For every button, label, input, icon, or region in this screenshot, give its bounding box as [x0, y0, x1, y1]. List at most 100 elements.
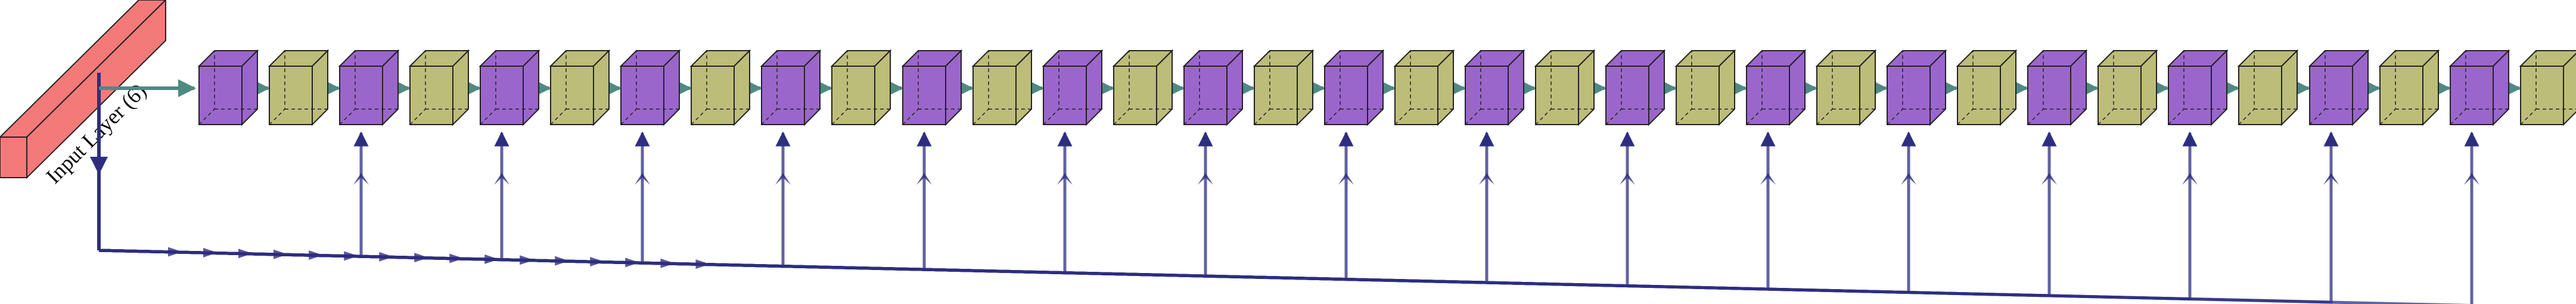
- skip-up-arrowhead-4: [775, 173, 791, 185]
- skip-up-arrowhead-15: [2323, 173, 2339, 185]
- pool-block-3-hidden-edges: [691, 51, 750, 125]
- skip-up-arrowhead-3: [635, 173, 650, 185]
- skip-connection-8: [98, 131, 1354, 281]
- pool-block-11-hidden-edges: [1816, 51, 1875, 125]
- pool-block-4-front: [831, 66, 875, 125]
- pool-block-8-front: [1394, 66, 1438, 125]
- conv-block-5-front: [902, 66, 946, 125]
- pool-block-11-front: [1816, 66, 1860, 125]
- pool-block-5-front: [972, 66, 1017, 125]
- pool-block-9-front: [1535, 66, 1579, 125]
- conv-block-3-hidden-edges: [620, 51, 679, 125]
- pool-block-2-front: [550, 66, 594, 125]
- pool-block-11: [1815, 49, 1877, 126]
- pool-block-7-front: [1254, 66, 1298, 125]
- conv-block-4: [760, 49, 822, 126]
- skip-connection-11: [98, 131, 1776, 291]
- conv-block-15-hidden-edges: [2309, 51, 2368, 125]
- conv-block-6: [1042, 49, 1104, 126]
- pool-block-3-front: [691, 66, 735, 125]
- pool-block-9: [1534, 49, 1596, 126]
- pool-block-1: [408, 49, 470, 126]
- pool-block-5-hidden-edges: [972, 51, 1031, 125]
- skip-up-arrowhead-11: [1760, 173, 1776, 185]
- pool-block-16: [2519, 50, 2576, 126]
- conv-block-1-front: [339, 66, 383, 125]
- pool-block-9-hidden-edges: [1535, 51, 1594, 125]
- pool-block-10-front: [1676, 66, 1720, 125]
- pool-block-12-hidden-edges: [1957, 51, 2016, 125]
- conv-block-0-front: [198, 66, 243, 125]
- pool-block-15: [2378, 49, 2440, 126]
- pool-block-12: [1956, 49, 2018, 126]
- conv-block-8: [1323, 49, 1385, 126]
- skip-connection-5: [98, 131, 932, 271]
- conv-block-13: [2026, 49, 2088, 126]
- pool-block-0-hidden-edges: [269, 51, 328, 125]
- skip-up-arrowhead-9: [1479, 173, 1494, 185]
- conv-block-10-front: [1605, 66, 1649, 125]
- conv-block-10-hidden-edges: [1605, 51, 1664, 125]
- conv-block-11-hidden-edges: [1746, 51, 1805, 125]
- conv-block-16-front: [2450, 66, 2494, 125]
- input-layer-top: [0, 0, 167, 138]
- pool-block-8: [1393, 49, 1455, 126]
- skip-up-arrowhead-14: [2182, 173, 2198, 185]
- pool-block-13-hidden-edges: [2098, 51, 2156, 125]
- pool-block-14: [2237, 49, 2299, 126]
- layer-blocks: [197, 49, 2576, 126]
- pool-block-4-hidden-edges: [831, 51, 890, 125]
- pool-block-10: [1674, 49, 1736, 126]
- conv-block-9: [1463, 49, 1525, 126]
- skip-connection-10: [98, 131, 1635, 288]
- conv-block-7-hidden-edges: [1183, 51, 1242, 125]
- pool-block-15-front: [2379, 66, 2423, 125]
- conv-block-11: [1745, 49, 1807, 126]
- skip-up-arrowhead-13: [2041, 173, 2057, 185]
- conv-block-3: [619, 49, 681, 126]
- pool-block-15-hidden-edges: [2379, 51, 2438, 125]
- pool-block-1-hidden-edges: [409, 51, 468, 125]
- conv-block-2: [478, 49, 540, 126]
- conv-block-7-front: [1183, 66, 1228, 125]
- skip-connection-2: [98, 131, 509, 262]
- conv-block-11-front: [1746, 66, 1790, 125]
- conv-block-2-hidden-edges: [480, 51, 539, 125]
- pool-block-2: [549, 49, 611, 126]
- skip-connection-16: [98, 131, 2479, 304]
- conv-block-14-hidden-edges: [2168, 51, 2227, 125]
- conv-block-15-front: [2309, 66, 2353, 125]
- input-layer-side: [26, 0, 166, 179]
- pool-block-13: [2096, 49, 2158, 126]
- skip-connection-9: [98, 131, 1494, 284]
- skip-connection-12: [98, 131, 1916, 294]
- conv-block-6-front: [1043, 66, 1087, 125]
- conv-block-1-hidden-edges: [339, 51, 398, 125]
- conv-block-8-front: [1324, 66, 1368, 125]
- conv-block-15: [2308, 49, 2370, 126]
- pool-block-1-front: [409, 66, 453, 125]
- conv-block-14-front: [2168, 66, 2212, 125]
- conv-block-4-front: [761, 66, 805, 125]
- conv-block-16-hidden-edges: [2450, 51, 2509, 125]
- conv-block-12-front: [1887, 66, 1931, 125]
- input-layer-front: [0, 137, 27, 178]
- pool-block-6-front: [1113, 66, 1157, 125]
- conv-block-10: [1604, 49, 1666, 126]
- conv-block-13-hidden-edges: [2027, 51, 2086, 125]
- pool-block-14-front: [2238, 66, 2282, 125]
- conv-block-2-front: [480, 66, 524, 125]
- conv-block-12: [1885, 49, 1947, 126]
- pool-block-10-hidden-edges: [1676, 51, 1735, 125]
- skip-up-arrowhead-6: [1057, 173, 1073, 185]
- skip-fan-arrowhead-16: [695, 259, 710, 269]
- conv-block-16: [2448, 49, 2510, 126]
- skip-up-arrowhead-10: [1620, 173, 1635, 185]
- pool-block-12-front: [1957, 66, 2001, 125]
- conv-block-13-front: [2027, 66, 2071, 125]
- pool-block-7: [1253, 49, 1315, 126]
- pool-block-13-front: [2098, 66, 2142, 125]
- conv-block-7: [1182, 49, 1244, 126]
- pool-block-0: [268, 49, 330, 126]
